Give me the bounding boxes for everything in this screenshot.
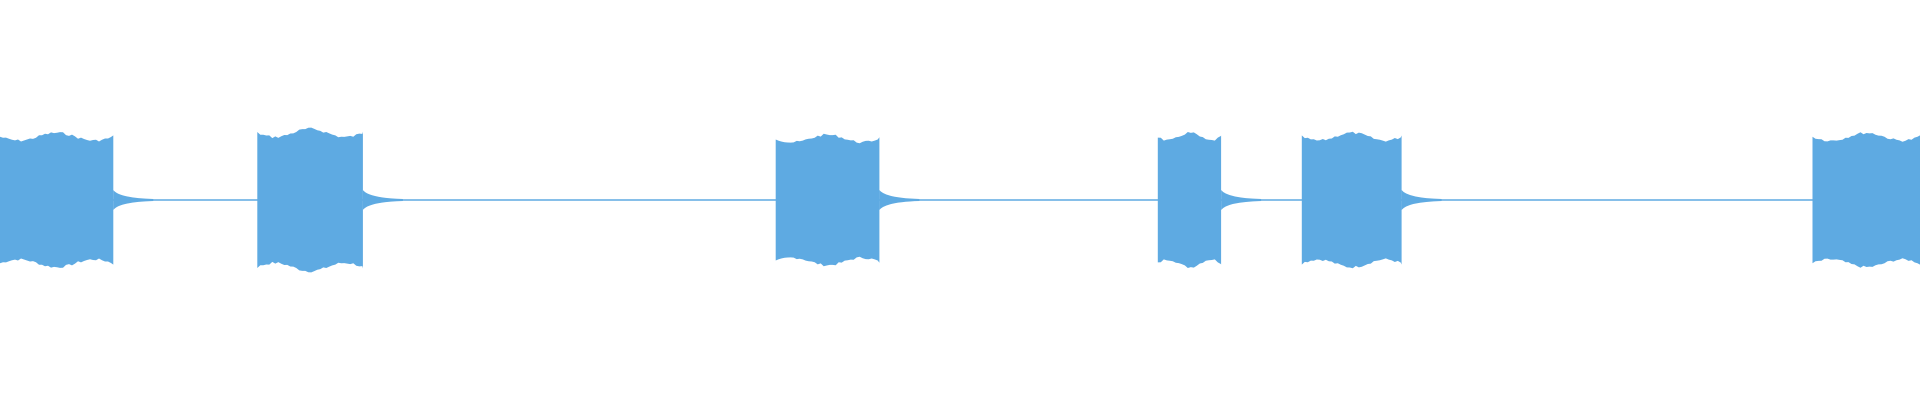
waveform-burst-1 xyxy=(0,132,114,268)
waveform-decay-4 xyxy=(1221,190,1262,210)
waveform-burst-3 xyxy=(775,133,880,267)
waveform-decay-2 xyxy=(362,190,403,210)
waveform-burst-4 xyxy=(1157,132,1222,268)
waveform-burst-2 xyxy=(257,127,363,273)
waveform-burst-5 xyxy=(1301,131,1402,269)
waveform-decay-5 xyxy=(1401,190,1442,210)
waveform-decay-3 xyxy=(879,190,920,210)
waveform-decay-1 xyxy=(113,190,154,210)
waveform-burst-6 xyxy=(1812,132,1920,268)
